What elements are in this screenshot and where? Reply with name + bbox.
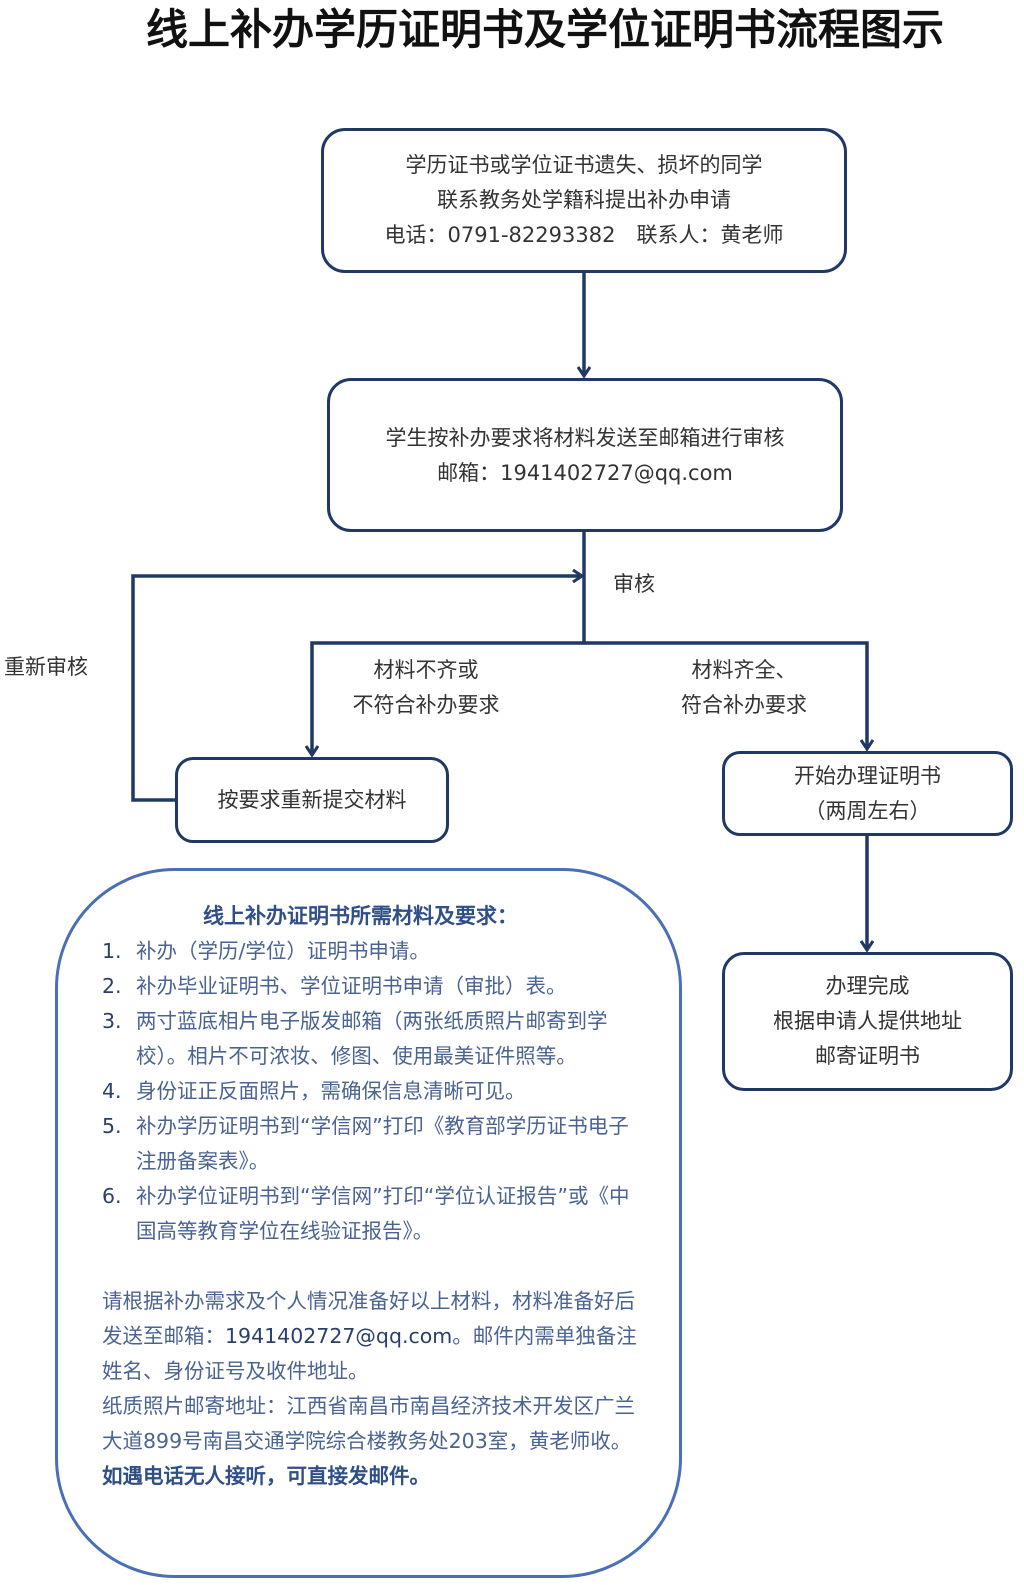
- mailing-address-text: 纸质照片邮寄地址：江西省南昌市南昌经济技术开发区广兰大道899号南昌交通学院综合…: [102, 1394, 635, 1453]
- step-apply-line1: 学历证书或学位证书遗失、损坏的同学: [405, 153, 763, 177]
- arrow-rereview-loop: [131, 576, 582, 802]
- step-done-line3: 邮寄证明书: [815, 1044, 920, 1068]
- requirement-number: 2.: [102, 974, 122, 998]
- requirement-number: 3.: [102, 1009, 122, 1033]
- requirement-number: 4.: [102, 1079, 122, 1103]
- arrow-to-process: [584, 641, 867, 749]
- step-process-box: 开始办理证明书 （两周左右）: [722, 751, 1013, 836]
- email-fallback-note: 如遇电话无人接听，可直接发邮件。: [102, 1464, 430, 1488]
- requirement-text: 补办学位证明书到“学信网”打印“学位认证报告”或《中国高等教育学位在线验证报告》…: [136, 1184, 630, 1243]
- requirement-item: 2. 补办毕业证明书、学位证明书申请（审批）表。: [102, 969, 639, 1004]
- requirement-item: 5. 补办学历证明书到“学信网”打印《教育部学历证书电子注册备案表》。: [102, 1109, 639, 1179]
- step-resubmit-text: 按要求重新提交材料: [217, 787, 407, 812]
- requirements-heading: 线上补办证明书所需材料及要求：: [203, 904, 518, 928]
- step-done-box: 办理完成 根据申请人提供地址 邮寄证明书: [722, 952, 1013, 1091]
- arrow-to-resubmit: [312, 641, 584, 755]
- step-done-line2: 根据申请人提供地址: [773, 1009, 962, 1033]
- step-process-line2: （两周左右）: [804, 798, 931, 823]
- review-label: 审核: [613, 572, 655, 596]
- step-process-line1: 开始办理证明书: [794, 763, 941, 788]
- step-submit-box: 学生按补办要求将材料发送至邮箱进行审核 邮箱：1941402727@qq.com: [327, 378, 843, 532]
- step-submit-email: 邮箱：1941402727@qq.com: [437, 461, 733, 485]
- requirement-number: 6.: [102, 1184, 122, 1208]
- step-apply-line2: 联系教务处学籍科提出补办申请: [437, 188, 731, 212]
- step-apply-box: 学历证书或学位证书遗失、损坏的同学 联系教务处学籍科提出补办申请 电话：0791…: [321, 128, 847, 273]
- page-title: 线上补办学历证明书及学位证明书流程图示: [146, 5, 945, 54]
- incomplete-line1: 材料不齐或: [373, 658, 479, 682]
- submission-note-text: 请根据补办需求及个人情况准备好以上材料，材料准备好后发送至邮箱：: [102, 1289, 635, 1348]
- rereview-label: 重新审核: [4, 655, 88, 679]
- requirement-item: 3. 两寸蓝底相片电子版发邮箱（两张纸质照片邮寄到学校）。相片不可浓妆、修图、使…: [102, 1004, 639, 1074]
- requirement-text: 补办学历证明书到“学信网”打印《教育部学历证书电子注册备案表》。: [136, 1114, 629, 1173]
- step-apply-contact: 电话：0791-82293382 联系人：黄老师: [384, 223, 784, 247]
- requirement-item: 1. 补办（学历/学位）证明书申请。: [102, 934, 639, 969]
- complete-line1: 材料齐全、: [691, 658, 797, 682]
- requirement-number: 5.: [102, 1114, 122, 1138]
- requirement-number: 1.: [102, 939, 122, 963]
- requirement-item: 4. 身份证正反面照片，需确保信息清晰可见。: [102, 1074, 639, 1109]
- incomplete-branch-label: 材料不齐或 不符合补办要求: [340, 653, 512, 723]
- step-done-line1: 办理完成: [825, 974, 910, 998]
- submission-email: 1941402727@qq.com: [225, 1324, 453, 1348]
- requirements-panel: 线上补办证明书所需材料及要求： 1. 补办（学历/学位）证明书申请。 2. 补办…: [55, 868, 682, 1578]
- step-submit-line1: 学生按补办要求将材料发送至邮箱进行审核: [385, 426, 785, 450]
- requirement-item: 6. 补办学位证明书到“学信网”打印“学位认证报告”或《中国高等教育学位在线验证…: [102, 1179, 639, 1249]
- mailing-address: 纸质照片邮寄地址：江西省南昌市南昌经济技术开发区广兰大道899号南昌交通学院综合…: [102, 1389, 639, 1494]
- requirement-text: 补办毕业证明书、学位证明书申请（审批）表。: [136, 974, 567, 998]
- submission-note: 请根据补办需求及个人情况准备好以上材料，材料准备好后发送至邮箱：19414027…: [102, 1284, 639, 1389]
- complete-branch-label: 材料齐全、 符合补办要求: [668, 653, 820, 723]
- requirement-text: 补办（学历/学位）证明书申请。: [136, 939, 430, 963]
- step-resubmit-box: 按要求重新提交材料: [175, 757, 449, 843]
- requirement-text: 两寸蓝底相片电子版发邮箱（两张纸质照片邮寄到学校）。相片不可浓妆、修图、使用最美…: [136, 1009, 608, 1068]
- complete-line2: 符合补办要求: [681, 693, 807, 717]
- incomplete-line2: 不符合补办要求: [352, 693, 500, 717]
- submission-note-tail: 。邮件内需单独备注姓名、身份证号及收件地址。: [102, 1324, 637, 1383]
- requirement-text: 身份证正反面照片，需确保信息清晰可见。: [136, 1079, 526, 1103]
